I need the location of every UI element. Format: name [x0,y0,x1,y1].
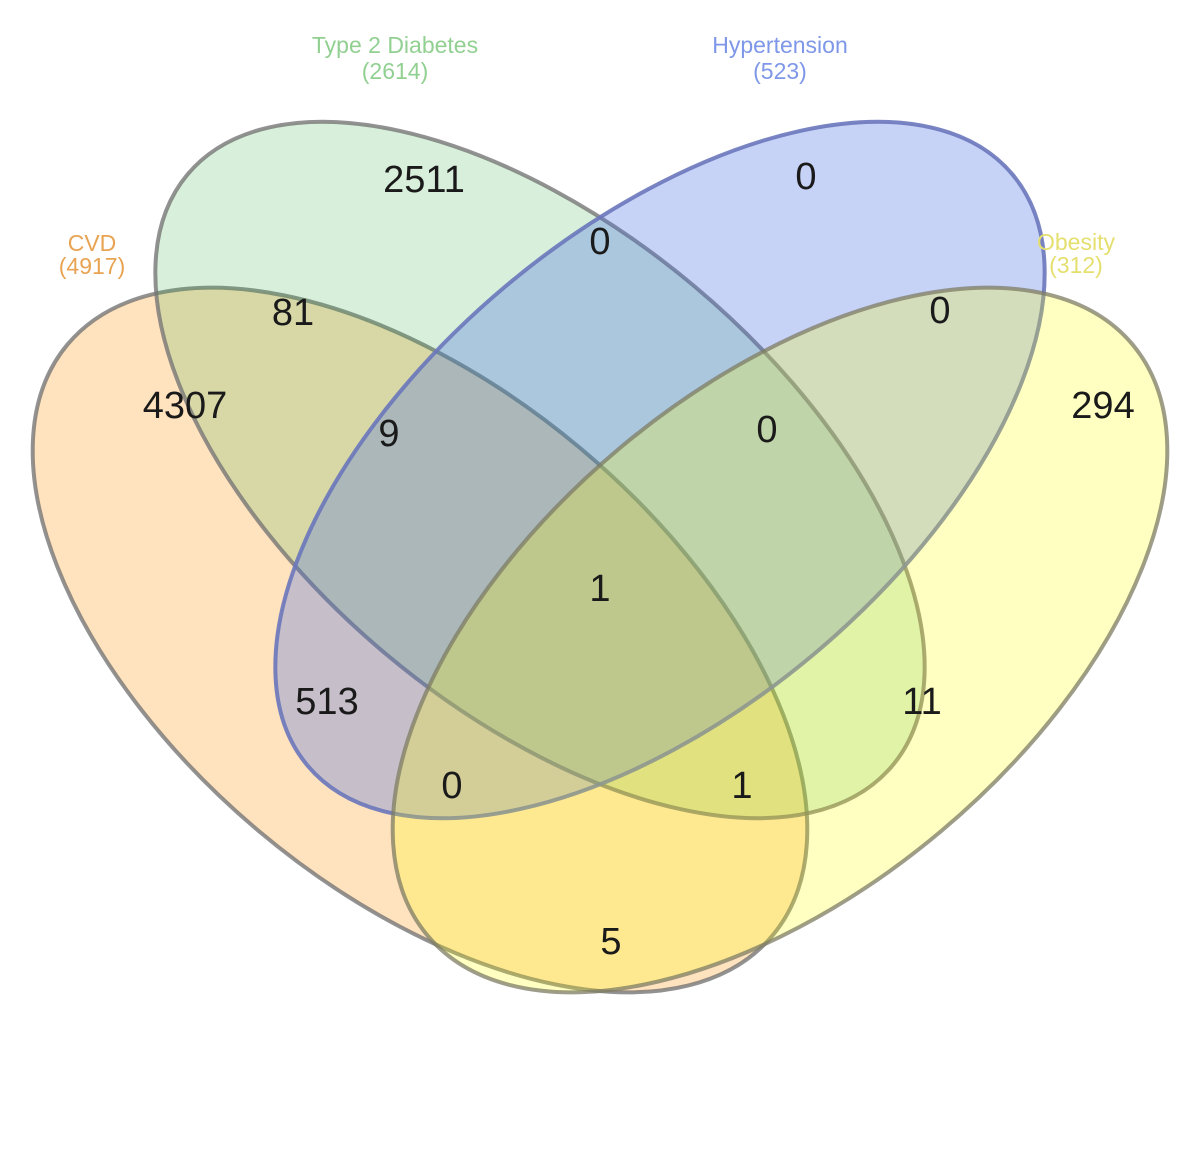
set-count-obesity: (312) [1049,252,1103,278]
set-label-cvd: CVD [68,230,117,256]
set-label-type-2-diabetes: Type 2 Diabetes [312,32,478,58]
hypertension-ellipse [273,119,1047,821]
region-value-cvd-hypertension-obesity: 0 [441,765,462,807]
region-value-t2d-obesity: 11 [902,681,941,723]
type-2-diabetes-ellipse [153,119,927,821]
region-value-cvd-obesity: 5 [600,921,621,963]
set-count-hypertension: (523) [753,58,807,84]
obesity-ellipse [390,285,1170,995]
region-value-t2d-only: 2511 [383,159,465,201]
set-count-type-2-diabetes: (2614) [362,58,428,84]
region-value-cvd-only: 4307 [143,385,228,427]
region-value-hypertension-obesity: 0 [929,290,950,332]
region-value-cvd-t2d-obesity: 1 [731,765,752,807]
region-value-hypertension-only: 0 [795,156,816,198]
set-label-hypertension: Hypertension [712,32,848,58]
region-value-t2d-hypertension-obesity: 0 [756,409,777,451]
set-count-cvd: (4917) [59,253,125,279]
region-value-all-four: 1 [589,568,610,610]
region-value-obesity-only: 294 [1071,385,1134,427]
region-value-cvd-t2d: 81 [272,292,314,334]
set-label-obesity: Obesity [1037,229,1115,255]
region-value-cvd-t2d-hypertension: 9 [378,413,399,455]
region-value-cvd-hypertension: 513 [295,681,358,723]
region-value-t2d-hypertension: 0 [589,221,610,263]
cvd-ellipse [30,285,810,995]
